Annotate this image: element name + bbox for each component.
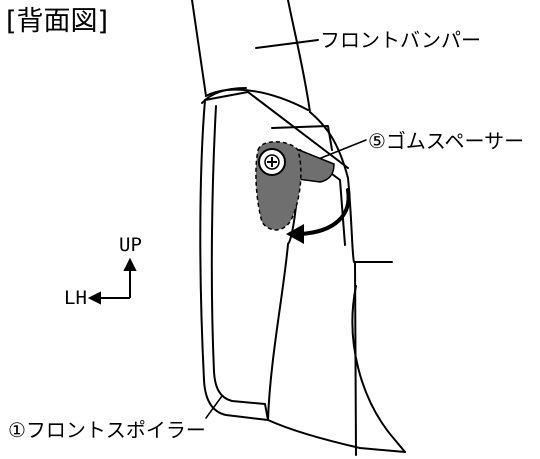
spoiler-leader-line — [205, 395, 223, 419]
front-spoiler-label: ①フロントスポイラー — [8, 418, 206, 442]
front-bumper-label: フロントバンパー — [320, 28, 481, 52]
lh-direction-label: LH — [64, 287, 87, 309]
rotation-arrow-icon — [286, 188, 351, 244]
spoiler-mounting-edge — [267, 125, 346, 421]
direction-indicator — [87, 257, 137, 305]
spacer-leader-line — [315, 139, 367, 161]
screw-icon — [258, 148, 286, 176]
up-direction-label: UP — [119, 234, 142, 256]
view-title: [背面図] — [6, 6, 109, 37]
rubber-spacer-label: ⑤ゴムスペーサー — [368, 129, 525, 153]
bumper-leader-line — [255, 39, 319, 49]
